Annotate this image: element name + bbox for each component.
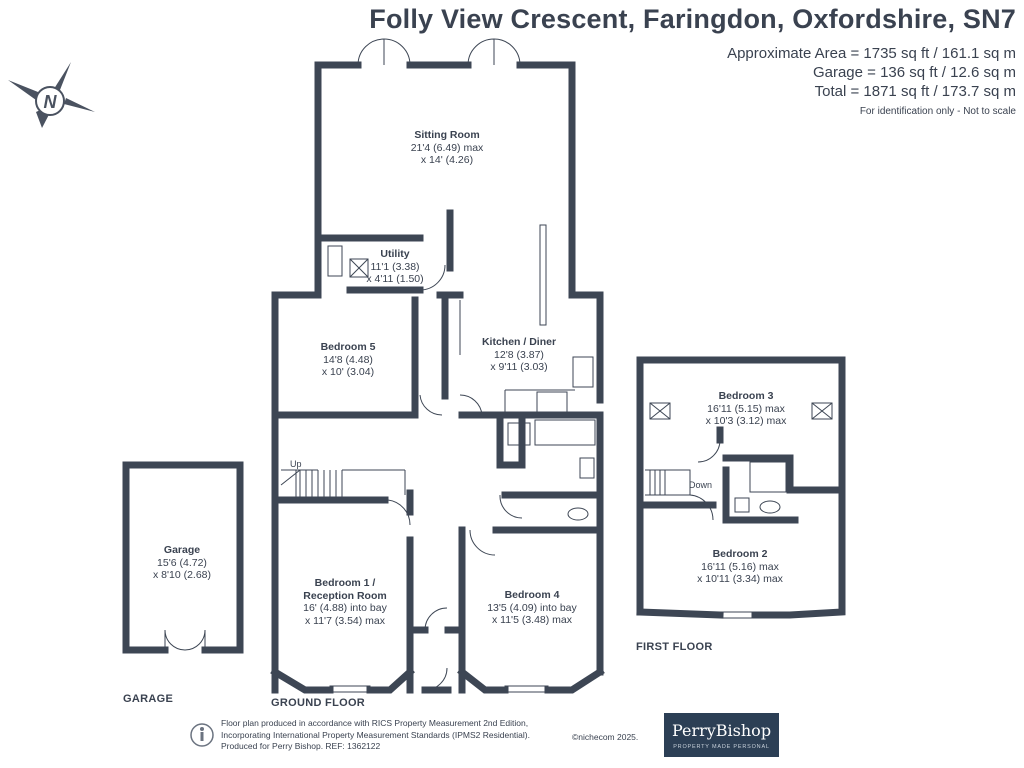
room-bedroom-5: Bedroom 5 14'8 (4.48) x 10' (3.04) (321, 341, 376, 379)
room-dims: 12'8 (3.87) (494, 348, 544, 361)
room-name: Utility (380, 248, 410, 260)
room-dims: x 4'11 (1.50) (366, 273, 424, 285)
room-name: Garage (163, 544, 201, 556)
stairs-up-label: Up (290, 459, 302, 469)
room-name: Bedroom 2 (712, 548, 768, 560)
brand-tagline: PROPERTY MADE PERSONAL (673, 744, 770, 750)
garage-walls (122, 461, 244, 654)
first-floor-details (645, 402, 833, 619)
area-approximate: Approximate Area = 1735 sq ft / 161.1 sq… (727, 45, 1016, 62)
room-dims: 16'11 (5.15) max (707, 402, 785, 415)
room-dims: x 11'7 (3.54) max (304, 614, 386, 627)
area-summary: Approximate Area = 1735 sq ft / 161.1 sq… (727, 44, 1016, 101)
room-dims: x 14' (4.26) (420, 154, 474, 166)
room-bedroom-4: Bedroom 4 13'5 (4.09) into bay x 11'5 (3… (487, 589, 577, 627)
room-name: Sitting Room (414, 129, 480, 141)
garage-details (164, 514, 244, 651)
room-name: Bedroom 5 (320, 341, 376, 353)
area-total: Total = 1871 sq ft / 173.7 sq m (814, 83, 1016, 100)
copyright-text: ©nichecom 2025. (572, 732, 639, 742)
brand-logo: PerryBishop PROPERTY MADE PERSONAL (664, 713, 779, 757)
room-dims: x 9'11 (3.03) (490, 361, 548, 373)
window-lines (271, 38, 604, 693)
footer-text: Floor plan produced in accordance with R… (221, 718, 530, 753)
brand-name: PerryBishop (671, 721, 772, 740)
room-name: Kitchen / Diner (481, 336, 557, 348)
footer-line: Floor plan produced in accordance with R… (221, 718, 529, 728)
room-utility: Utility 11'1 (3.38) x 4'11 (1.50) (366, 248, 423, 286)
room-dims: x 10'11 (3.34) max (697, 573, 783, 585)
room-dims: 14'8 (4.48) (323, 353, 373, 366)
room-dims: x 11'5 (3.48) max (491, 614, 573, 626)
area-garage: Garage = 136 sq ft / 12.6 sq m (812, 64, 1016, 81)
first-floor-walls (636, 356, 846, 619)
room-dims: 15'6 (4.72) (157, 556, 207, 569)
room-name: Bedroom 4 (504, 589, 560, 601)
room-dims: x 8'10 (2.68) (152, 569, 212, 581)
ground-floor-label: GROUND FLOOR (271, 697, 366, 709)
room-dims: x 10' (3.04) (321, 366, 375, 378)
room-name: Bedroom 3 (718, 390, 774, 402)
room-garage: Garage 15'6 (4.72) x 8'10 (2.68) (153, 544, 211, 582)
room-sitting-room: Sitting Room 21'4 (6.49) max x 14' (4.26… (411, 129, 484, 167)
room-dims: 16' (4.88) into bay (303, 602, 387, 614)
room-dims: 21'4 (6.49) max (410, 141, 484, 154)
room-dims: x 10'3 (3.12) max (705, 415, 787, 427)
property-title: Folly View Crescent, Faringdon, Oxfordsh… (369, 4, 1016, 34)
first-floor-label: FIRST FLOOR (636, 641, 713, 653)
room-dims: 11'1 (3.38) (370, 260, 420, 273)
info-person-icon (190, 723, 214, 747)
garage-floor-label: GARAGE (123, 693, 174, 705)
room-name: Bedroom 1 / (314, 577, 376, 589)
stairs-down-label: Down (689, 480, 713, 490)
footer-line: Incorporating International Property Mea… (221, 729, 530, 740)
room-bedroom-2: Bedroom 2 16'11 (5.16) max x 10'11 (3.34… (697, 548, 783, 586)
room-bedroom-1: Bedroom 1 / Reception Room 16' (4.88) in… (303, 577, 387, 627)
compass-icon: N (8, 62, 95, 128)
footer-line: Produced for Perry Bishop. REF: 1362122 (221, 741, 381, 751)
identification-note: For identification only - Not to scale (859, 106, 1016, 117)
room-kitchen-diner: Kitchen / Diner 12'8 (3.87) x 9'11 (3.03… (482, 336, 556, 374)
room-name-secondary: Reception Room (303, 589, 387, 602)
compass-letter: N (44, 92, 58, 112)
room-bedroom-3: Bedroom 3 16'11 (5.15) max x 10'3 (3.12)… (706, 390, 787, 428)
room-dims: 13'5 (4.09) into bay (487, 601, 577, 614)
room-dims: 16'11 (5.16) max (701, 560, 779, 573)
